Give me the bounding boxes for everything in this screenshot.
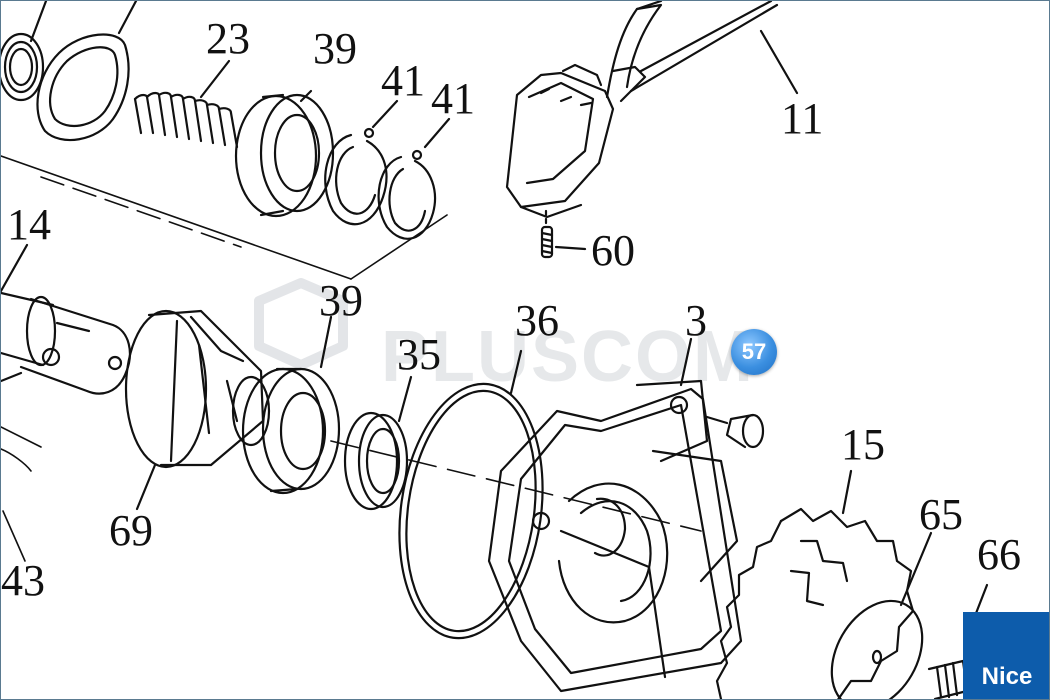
part-bearing-top bbox=[234, 89, 335, 218]
label-41-a: 41 bbox=[381, 56, 425, 105]
label-39-middle: 39 bbox=[319, 276, 363, 325]
watermark-text: PLUSCOM bbox=[381, 317, 755, 397]
label-23: 23 bbox=[206, 14, 250, 63]
label-65: 65 bbox=[919, 490, 963, 539]
label-69: 69 bbox=[109, 506, 153, 555]
part-spring bbox=[133, 59, 239, 149]
part-labels: 23 39 41 41 11 14 60 39 36 3 35 15 69 65… bbox=[1, 14, 1021, 605]
part-bearing-middle bbox=[241, 315, 341, 495]
part-washer bbox=[830, 531, 933, 699]
label-15: 15 bbox=[841, 420, 885, 469]
hotspot-label: 57 bbox=[741, 339, 767, 364]
label-36: 36 bbox=[515, 296, 559, 345]
watermark: PLUSCOM bbox=[254, 278, 755, 397]
label-39-top: 39 bbox=[313, 24, 357, 73]
part-seal-top-left bbox=[1, 32, 45, 102]
part-grub-screw bbox=[540, 209, 587, 259]
label-43: 43 bbox=[1, 556, 45, 605]
label-14: 14 bbox=[7, 200, 51, 249]
part-circlip-b bbox=[377, 117, 451, 240]
label-60: 60 bbox=[591, 226, 635, 275]
part-flange-hub bbox=[124, 309, 271, 511]
label-35: 35 bbox=[397, 330, 441, 379]
label-3: 3 bbox=[685, 296, 707, 345]
part-screw bbox=[705, 413, 765, 449]
part-housing-cover bbox=[487, 337, 743, 693]
label-11: 11 bbox=[781, 94, 823, 143]
part-seal-35 bbox=[343, 375, 413, 511]
brand-logo: Nice bbox=[963, 612, 1049, 699]
brand-label: Nice bbox=[981, 663, 1033, 690]
part-gear bbox=[715, 469, 915, 699]
part-circlip-a bbox=[324, 99, 399, 226]
axis-line-main bbox=[1, 426, 702, 562]
label-41-b: 41 bbox=[431, 74, 475, 123]
part-release-handle bbox=[505, 1, 799, 219]
part-hotspot-57[interactable]: 57 bbox=[731, 329, 777, 375]
part-gasket-plate bbox=[29, 1, 138, 142]
axis-lines-top bbox=[1, 155, 448, 280]
label-66: 66 bbox=[977, 530, 1021, 579]
part-shaft bbox=[1, 243, 131, 395]
